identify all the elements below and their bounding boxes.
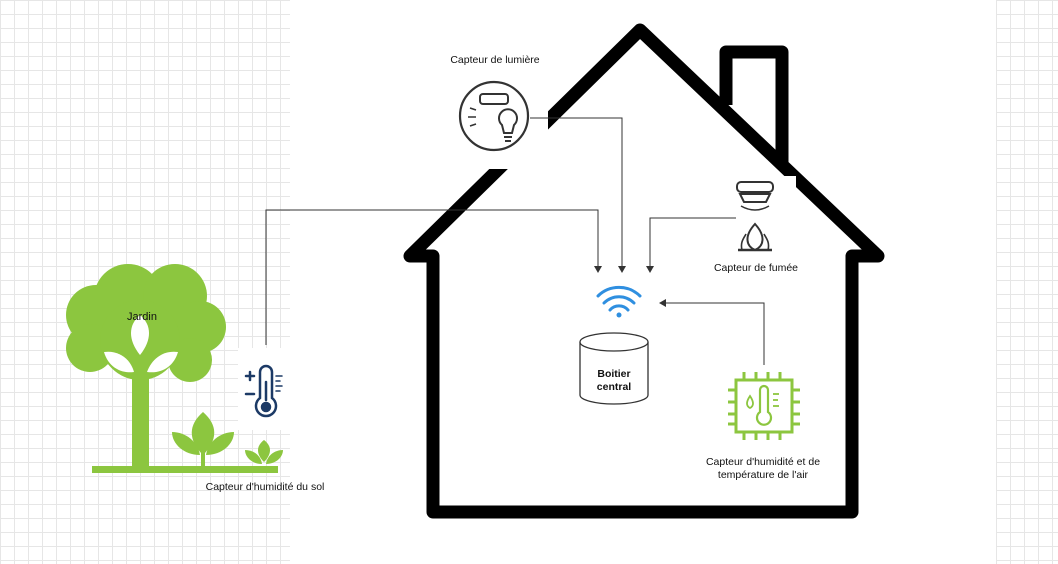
light-sensor-label: Capteur de lumière — [450, 54, 540, 66]
connector-soil-to-central — [265, 209, 602, 345]
tree-leaves-icon — [104, 315, 178, 373]
chip-thermometer-icon — [728, 372, 800, 440]
connectors — [265, 117, 765, 365]
plant-icon — [172, 412, 283, 468]
thermometer-icon — [244, 364, 283, 418]
garden-label: Jardin — [127, 311, 157, 323]
connector-light-to-central — [530, 117, 626, 273]
soil-sensor-label: Capteur d'humidité du sol — [205, 481, 325, 493]
smoke-sensor-label: Capteur de fumée — [713, 262, 799, 274]
light-sensor-backdrop — [442, 74, 548, 169]
air-sensor-label-line2: température de l'air — [717, 469, 809, 481]
central-box-label-line1: Boitier — [597, 368, 631, 380]
grid-background-right — [996, 0, 1058, 564]
central-box-label-line2: central — [596, 381, 632, 393]
database-icon — [579, 332, 649, 405]
house-outline — [403, 23, 885, 519]
smoke-detector-icon — [736, 181, 774, 211]
connector-smoke-to-central — [646, 217, 736, 273]
wifi-icon — [596, 285, 642, 318]
light-sensor-icon — [458, 80, 530, 152]
air-sensor-label-line1: Capteur d'humidité et de — [705, 456, 821, 468]
connector-air-to-central — [659, 299, 765, 365]
flame-icon — [738, 222, 772, 252]
